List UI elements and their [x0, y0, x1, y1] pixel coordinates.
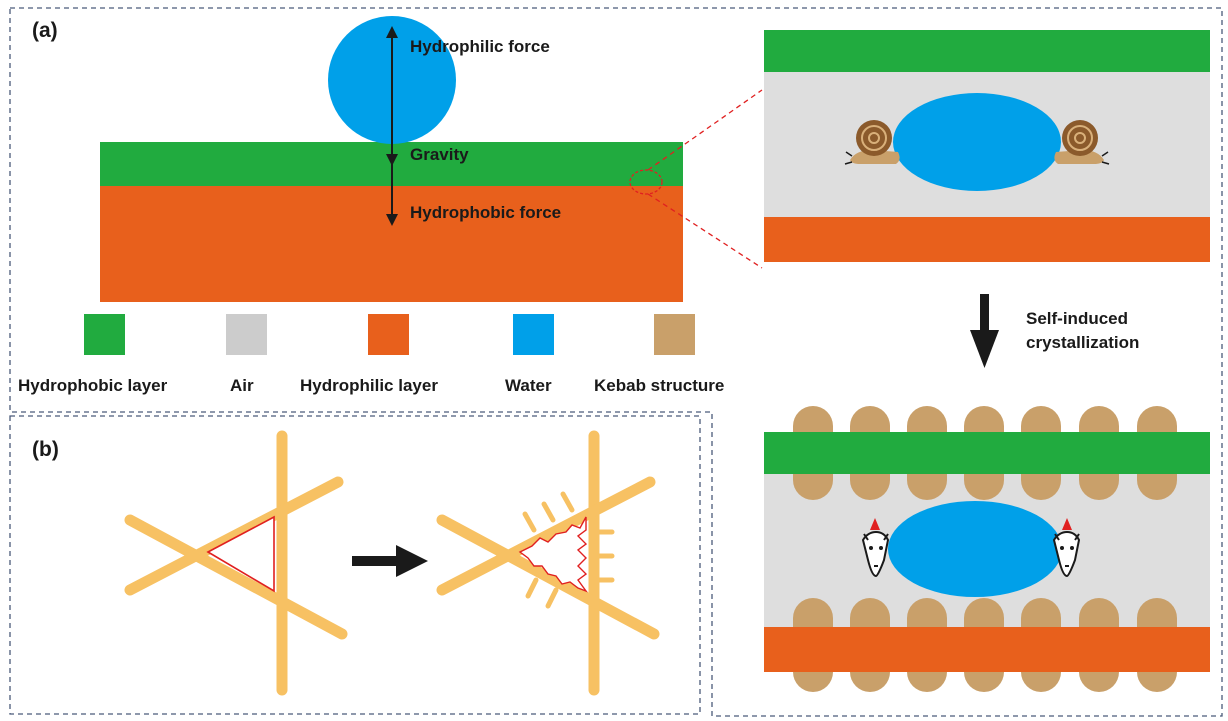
legend-label-kebab: Kebab structure [594, 376, 724, 395]
goat-icon-left [861, 518, 890, 578]
after-hydrophilic-layer [764, 627, 1210, 672]
legend-swatch-air [226, 314, 267, 355]
legend: Hydrophobic layer Air Hydrophilic layer … [18, 314, 724, 395]
legend-label-hydrophobic: Hydrophobic layer [18, 376, 168, 395]
zoom-view-before [764, 30, 1210, 262]
after-hydrophobic-layer [764, 432, 1210, 474]
zoom-hydrophobic-layer [764, 30, 1210, 72]
legend-swatch-hydrophobic [84, 314, 125, 355]
snail-icon-left [844, 120, 900, 165]
zoom-line-bottom [647, 193, 763, 269]
panel-a-border [9, 7, 1223, 717]
zoom-indicator [629, 89, 763, 269]
transform-arrow [352, 545, 428, 577]
kebab-fibrils [522, 491, 615, 609]
gravity-label: Gravity [410, 145, 469, 164]
panel-b-label: (b) [32, 438, 59, 461]
legend-label-hydrophilic: Hydrophilic layer [300, 376, 438, 395]
snail-icon-right [1054, 120, 1110, 165]
process-label-line2: crystallization [1026, 333, 1139, 352]
hydrophobic-force-label: Hydrophobic force [410, 203, 561, 222]
zoom-line-top [647, 89, 763, 171]
legend-label-water: Water [505, 376, 552, 395]
fiber-network-after [436, 430, 660, 696]
panel-b-border [9, 415, 701, 715]
pore-outline-after [518, 516, 588, 593]
legend-swatch-kebab [654, 314, 695, 355]
hydrophilic-force-label: Hydrophilic force [410, 37, 550, 56]
pore-outline-before [206, 515, 275, 593]
zoom-hydrophilic-layer [764, 217, 1210, 262]
panel-borders [9, 7, 1223, 717]
legend-swatch-hydrophilic [368, 314, 409, 355]
fiber-network-before [124, 430, 348, 696]
process-arrow [970, 294, 999, 368]
process-label-line1: Self-induced [1026, 309, 1128, 328]
after-water-droplet [888, 501, 1062, 597]
panel-a-label: (a) [32, 19, 58, 42]
legend-label-air: Air [230, 376, 254, 395]
zoom-water-droplet [893, 93, 1061, 191]
legend-swatch-water [513, 314, 554, 355]
zoom-circle [629, 169, 663, 195]
membrane-substrate [100, 142, 683, 302]
zoom-view-after [764, 406, 1210, 692]
goat-icon-right [1052, 518, 1081, 578]
